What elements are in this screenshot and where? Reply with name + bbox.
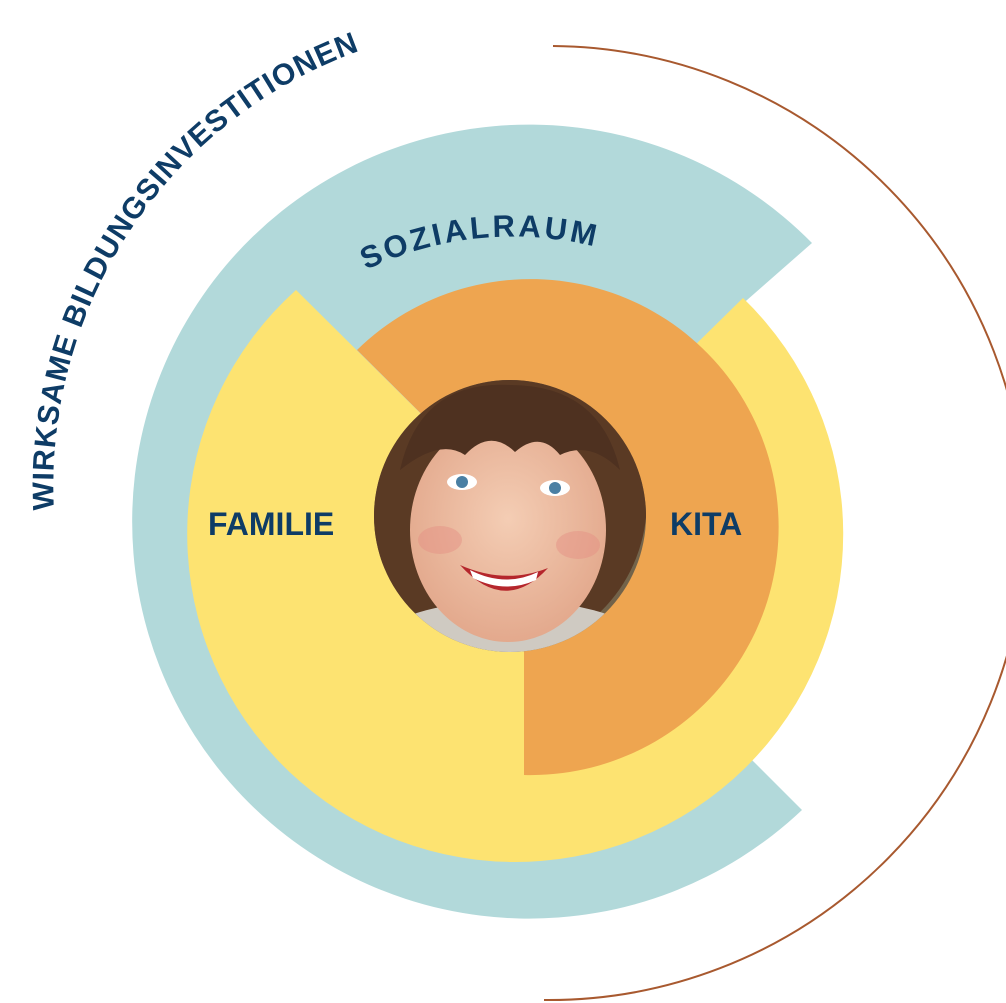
kita-label: KITA [670, 506, 742, 542]
outer-arc [543, 45, 1006, 1002]
familie-label: FAMILIE [208, 506, 334, 542]
